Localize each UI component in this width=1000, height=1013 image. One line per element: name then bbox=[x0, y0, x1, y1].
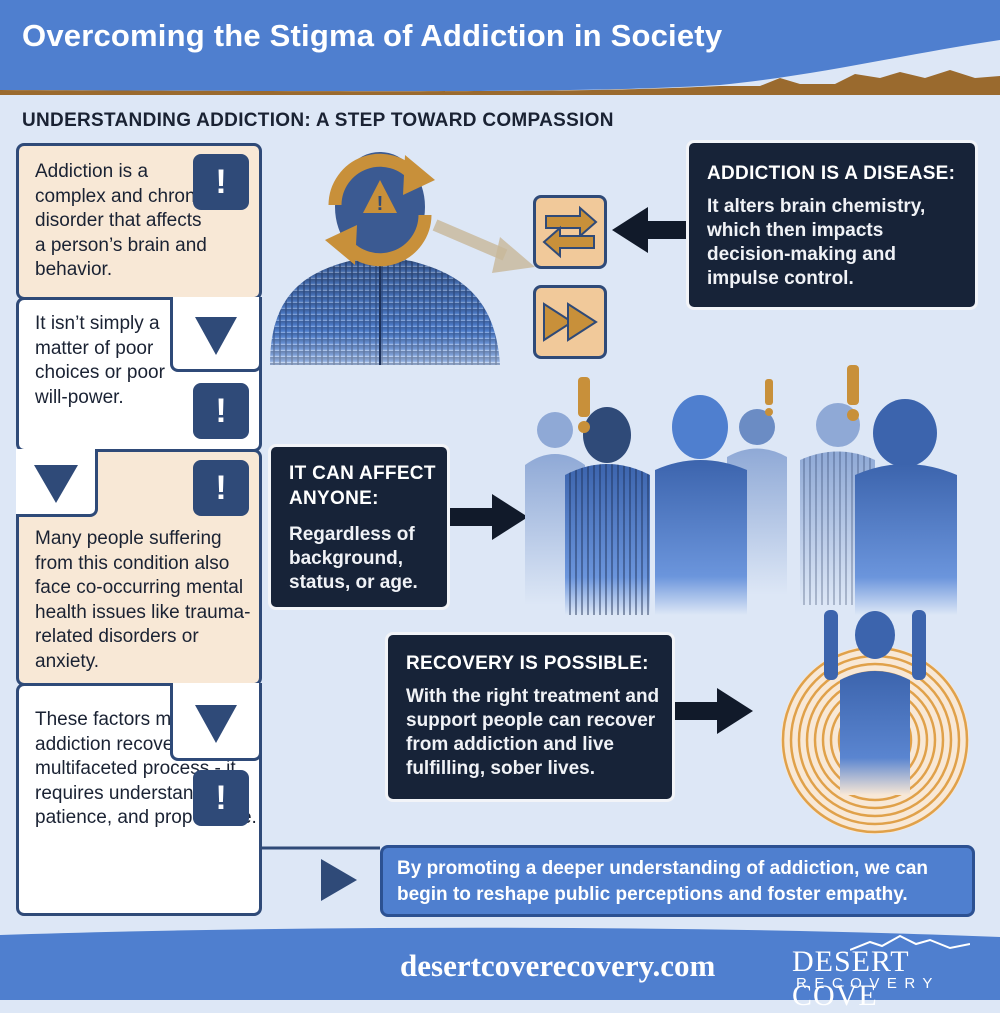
pointer-arrow bbox=[432, 219, 535, 273]
header-banner bbox=[0, 0, 1000, 100]
exclamation-icon: ! bbox=[193, 154, 249, 210]
triangle-down-icon bbox=[34, 465, 78, 503]
info-panel-3-text: Many people suffering from this conditio… bbox=[35, 528, 251, 672]
callout-anyone: IT CAN AFFECT ANYONE: Regardless of back… bbox=[268, 444, 450, 610]
swap-arrows-tile bbox=[533, 195, 607, 269]
callout-disease: ADDICTION IS A DISEASE: It alters brain … bbox=[686, 140, 978, 310]
exclamation-icon: ! bbox=[193, 460, 249, 516]
mesa-silhouette bbox=[0, 70, 1000, 98]
info-panel-1-text: Addiction is a complex and chronic disor… bbox=[35, 161, 210, 280]
info-panel-4: These factors mean that addiction recove… bbox=[16, 683, 262, 916]
callout-disease-body: It alters brain chemistry, which then im… bbox=[707, 196, 926, 289]
fast-forward-tile bbox=[533, 285, 607, 359]
arrow-right-icon bbox=[675, 688, 753, 734]
recovery-person-illustration bbox=[781, 610, 969, 834]
arrow-right-icon bbox=[450, 494, 528, 540]
conclusion-text: By promoting a deeper understanding of a… bbox=[397, 858, 928, 905]
page-subtitle: UNDERSTANDING ADDICTION: A STEP TOWARD C… bbox=[22, 110, 614, 131]
logo-subtitle: RECOVERY bbox=[796, 975, 940, 992]
callout-anyone-heading: IT CAN AFFECT ANYONE: bbox=[289, 463, 436, 509]
footer-banner bbox=[0, 927, 1000, 1000]
triangle-tab bbox=[170, 297, 262, 372]
triangle-right-icon bbox=[321, 859, 357, 901]
callout-anyone-body: Regardless of background, status, or age… bbox=[289, 524, 418, 593]
fast-forward-icon bbox=[543, 302, 598, 342]
person-with-cycle-illustration: ! bbox=[270, 152, 500, 365]
callout-recovery-body: With the right treatment and support peo… bbox=[406, 686, 660, 779]
crowd-illustration bbox=[525, 365, 957, 615]
triangle-tab bbox=[16, 449, 98, 517]
callout-recovery: RECOVERY IS POSSIBLE: With the right tre… bbox=[385, 632, 675, 802]
info-panel-1: Addiction is a complex and chronic disor… bbox=[16, 143, 262, 300]
logo-mountain-icon bbox=[850, 934, 970, 951]
triangle-down-icon bbox=[195, 317, 237, 355]
arrow-left-icon bbox=[612, 207, 688, 253]
website-link[interactable]: desertcoverecovery.com bbox=[400, 948, 716, 983]
triangle-down-icon bbox=[195, 705, 237, 743]
callout-recovery-heading: RECOVERY IS POSSIBLE: bbox=[406, 653, 649, 674]
exclamation-icon: ! bbox=[193, 770, 249, 826]
exclamation-icon: ! bbox=[193, 383, 249, 439]
conclusion-callout: By promoting a deeper understanding of a… bbox=[380, 845, 975, 917]
swap-arrows-icon bbox=[542, 205, 598, 259]
svg-text:!: ! bbox=[377, 193, 384, 215]
page-title: Overcoming the Stigma of Addiction in So… bbox=[22, 18, 723, 53]
info-panel-2-text: It isn’t simply a matter of poor choices… bbox=[35, 313, 165, 408]
callout-disease-heading: ADDICTION IS A DISEASE: bbox=[707, 163, 956, 184]
triangle-tab bbox=[170, 683, 262, 761]
